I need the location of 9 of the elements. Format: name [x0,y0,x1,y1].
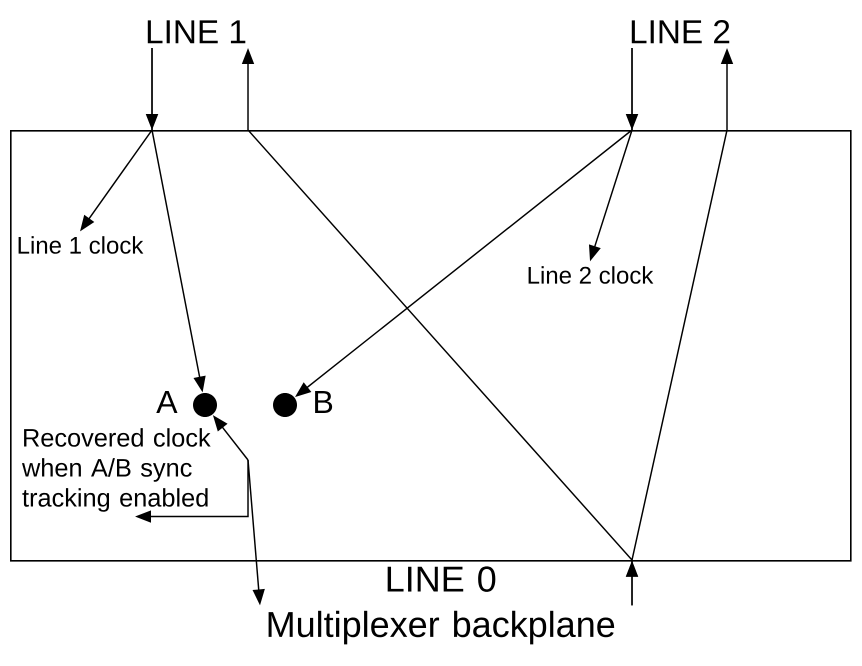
point-label: A [156,390,178,413]
note-text: Recovered clock when A/B sync tracking enabled [22,428,211,512]
line-label: LINE 0 Multiplexer backplane [268,566,614,644]
clock-label: Line 2 clock [528,266,654,284]
point-label: B [315,390,332,413]
clock-label: Line 1 clock [18,236,144,254]
line-label: LINE 1 [148,20,246,44]
panel-box [10,130,852,562]
line-label: LINE 2 [632,20,730,44]
